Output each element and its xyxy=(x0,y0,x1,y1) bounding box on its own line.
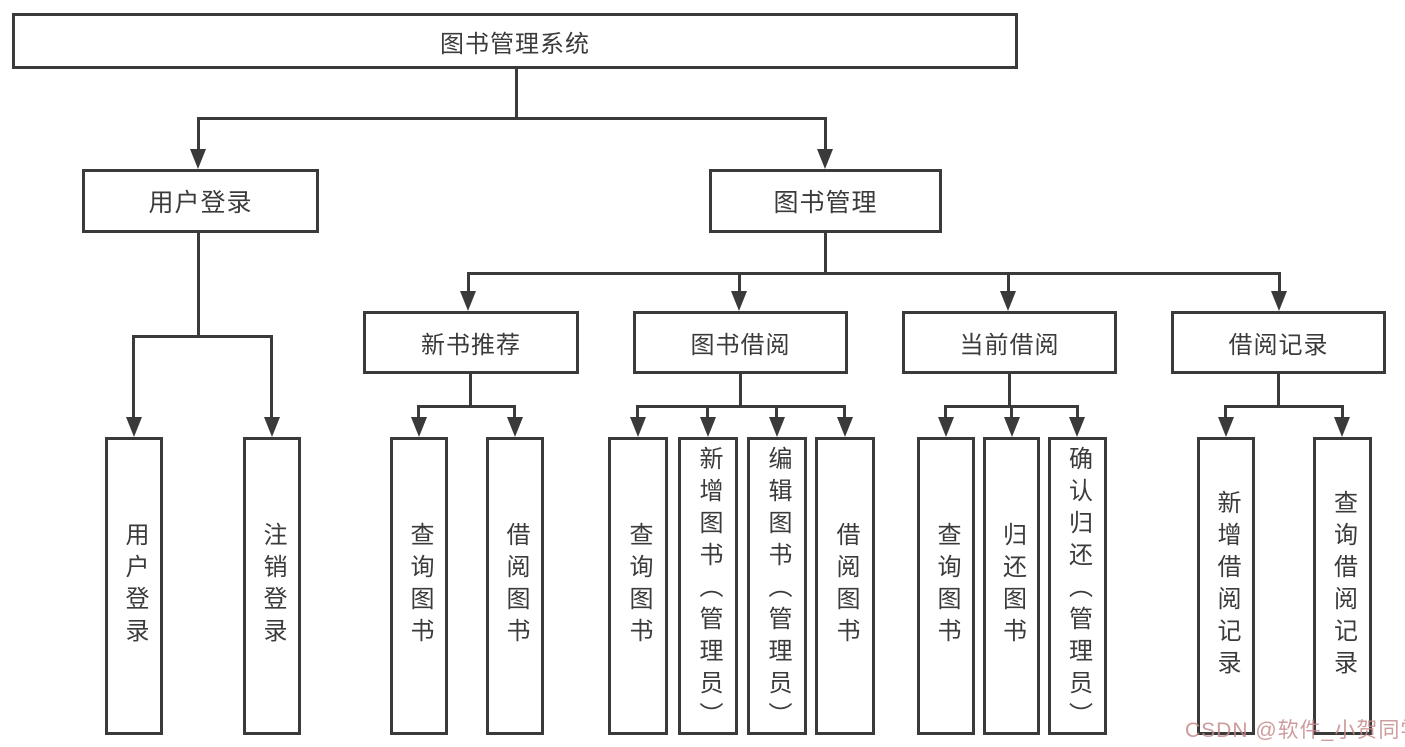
leaf-user-login-label: 用户登录 xyxy=(121,522,148,650)
node-user-login: 用户登录 xyxy=(82,169,319,233)
connector-drop-book-management xyxy=(824,117,827,151)
arrow-down-new-book-recommend xyxy=(460,291,476,311)
leaf-borrow-books-borrowing-label: 借阅图书 xyxy=(832,522,859,650)
connector-drop-query-borrow-record xyxy=(1341,405,1344,419)
leaf-add-book-admin-label: 新增图书（管理员） xyxy=(695,446,722,734)
connector-drop-new-book-recommend xyxy=(467,272,470,293)
connector-drop-user-login xyxy=(197,117,200,151)
connector-drop-query-books-current xyxy=(944,405,947,419)
connector-records-split xyxy=(1224,405,1344,408)
connector-records-stem xyxy=(1277,374,1280,407)
leaf-edit-book-admin-label: 编辑图书（管理员） xyxy=(764,446,791,734)
node-borrow-records-label: 借阅记录 xyxy=(1228,332,1329,359)
arrow-down-query-books-recommend xyxy=(411,417,427,437)
connector-recommend-split xyxy=(418,405,516,408)
arrow-down-confirm-return xyxy=(1069,417,1085,437)
arrow-down-query-books-current xyxy=(938,417,954,437)
arrow-down-borrow-books-recommend xyxy=(507,417,523,437)
csdn-watermark: CSDN @软件_小贺同学 xyxy=(1185,719,1405,742)
arrow-down-add-borrow-record xyxy=(1218,417,1234,437)
node-library-system-label: 图书管理系统 xyxy=(440,30,590,58)
leaf-edit-book-admin: 编辑图书（管理员） xyxy=(747,437,807,735)
node-user-login-label: 用户登录 xyxy=(148,189,253,217)
leaf-logout: 注销登录 xyxy=(243,437,301,735)
connector-drop-add-borrow-record xyxy=(1224,405,1227,419)
connector-root-stem xyxy=(515,69,518,119)
connector-drop-query-books-borrowing xyxy=(636,405,639,419)
node-book-management: 图书管理 xyxy=(709,169,942,233)
arrow-down-query-borrow-record xyxy=(1334,417,1350,437)
connector-current-stem xyxy=(1008,374,1011,407)
leaf-query-books-borrowing: 查询图书 xyxy=(608,437,668,735)
connector-drop-query-books-recommend xyxy=(417,405,420,419)
leaf-user-login: 用户登录 xyxy=(105,437,163,735)
leaf-query-books-current-label: 查询图书 xyxy=(933,522,960,650)
connector-drop-borrow-books-recommend xyxy=(513,405,516,419)
arrow-down-book-management xyxy=(817,149,833,169)
node-library-system: 图书管理系统 xyxy=(12,13,1018,69)
connector-drop-book-borrowing xyxy=(738,272,741,293)
leaf-borrow-books-recommend: 借阅图书 xyxy=(486,437,544,735)
leaf-return-book: 归还图书 xyxy=(983,437,1040,735)
connector-borrowing-split xyxy=(636,405,846,408)
arrow-down-edit-book-admin xyxy=(769,417,785,437)
connector-drop-add-book-admin xyxy=(706,405,709,419)
leaf-query-borrow-record-label: 查询借阅记录 xyxy=(1329,490,1357,682)
leaf-return-book-label: 归还图书 xyxy=(998,522,1026,650)
leaf-query-books-recommend: 查询图书 xyxy=(390,437,448,735)
node-borrow-records: 借阅记录 xyxy=(1171,311,1386,374)
node-new-book-recommend: 新书推荐 xyxy=(363,311,579,374)
node-book-borrowing-label: 图书借阅 xyxy=(690,332,791,359)
node-current-borrowing: 当前借阅 xyxy=(902,311,1117,374)
connector-drop-return-book xyxy=(1010,405,1013,419)
connector-root-split xyxy=(197,117,827,120)
leaf-query-books-current: 查询图书 xyxy=(917,437,975,735)
leaf-query-borrow-record: 查询借阅记录 xyxy=(1313,437,1372,735)
arrow-down-user-login-leaf xyxy=(126,417,142,437)
connector-book-management-stem xyxy=(824,233,827,274)
connector-drop-user-login-leaf xyxy=(132,335,135,419)
arrow-down-book-borrowing xyxy=(731,291,747,311)
leaf-logout-label: 注销登录 xyxy=(259,522,286,650)
node-current-borrowing-label: 当前借阅 xyxy=(959,332,1060,359)
connector-drop-current-borrowing xyxy=(1007,272,1010,293)
node-new-book-recommend-label: 新书推荐 xyxy=(421,332,521,359)
leaf-confirm-return-admin: 确认归还（管理员） xyxy=(1048,437,1107,735)
leaf-borrow-books-recommend-label: 借阅图书 xyxy=(502,522,529,650)
connector-drop-borrow-books-borrowing xyxy=(843,405,846,419)
leaf-query-books-recommend-label: 查询图书 xyxy=(406,522,433,650)
leaf-add-book-admin: 新增图书（管理员） xyxy=(678,437,738,735)
connector-drop-logout xyxy=(270,335,273,419)
connector-drop-borrow-records xyxy=(1278,272,1281,293)
arrow-down-add-book-admin xyxy=(700,417,716,437)
leaf-borrow-books-borrowing: 借阅图书 xyxy=(815,437,875,735)
arrow-down-logout xyxy=(264,417,280,437)
connector-borrowing-stem xyxy=(739,374,742,407)
leaf-query-books-borrowing-label: 查询图书 xyxy=(625,522,652,650)
connector-recommend-stem xyxy=(469,374,472,407)
arrow-down-query-books-borrowing xyxy=(630,417,646,437)
leaf-add-borrow-record-label: 新增借阅记录 xyxy=(1213,490,1240,682)
arrow-down-return-book xyxy=(1004,417,1020,437)
node-book-borrowing: 图书借阅 xyxy=(633,311,848,374)
arrow-down-current-borrowing xyxy=(1000,291,1016,311)
leaf-confirm-return-admin-label: 确认归还（管理员） xyxy=(1064,446,1092,734)
arrow-down-borrow-records xyxy=(1271,291,1287,311)
connector-user-login-stem xyxy=(197,233,200,337)
arrow-down-user-login xyxy=(190,149,206,169)
connector-drop-edit-book-admin xyxy=(775,405,778,419)
connector-drop-confirm-return xyxy=(1076,405,1079,419)
connector-user-login-split xyxy=(133,335,273,338)
connector-book-management-split xyxy=(467,272,1281,275)
node-book-management-label: 图书管理 xyxy=(773,189,878,217)
arrow-down-borrow-books-borrowing xyxy=(837,417,853,437)
leaf-add-borrow-record: 新增借阅记录 xyxy=(1197,437,1255,735)
